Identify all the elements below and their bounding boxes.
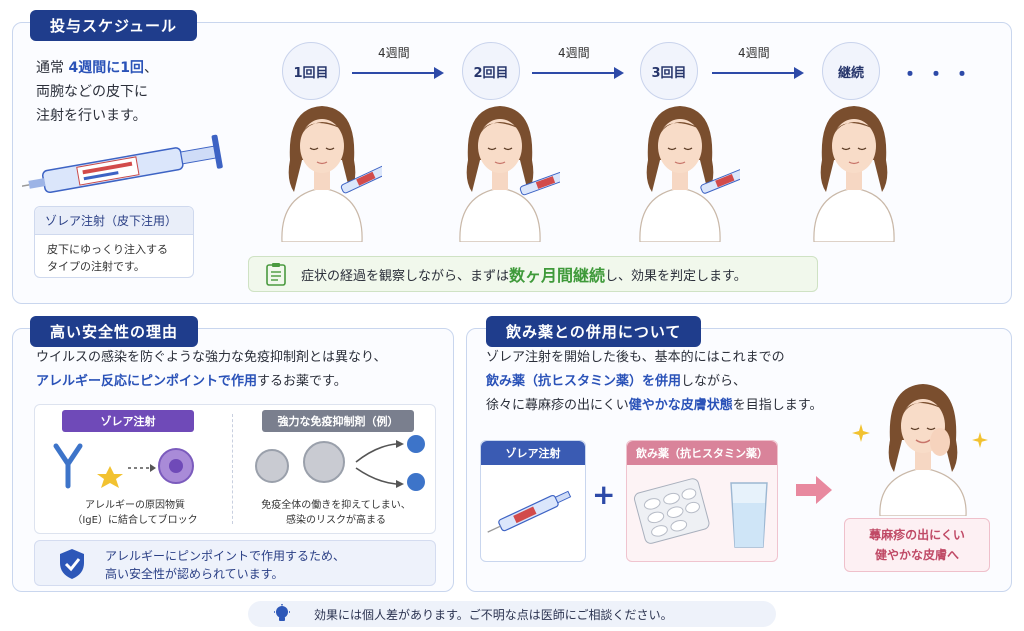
pills-and-water-image <box>633 478 768 548</box>
lightbulb-icon <box>274 604 290 621</box>
safety-intro: ウイルスの感染を防ぐような強力な免疫抑制剤とは異なり、 アレルギー反応にピンポイ… <box>36 350 387 389</box>
xolair-caption: アレルギーの原因物質 （IgE）に結合してブロック <box>72 500 198 526</box>
arrow-right-icon <box>796 476 832 504</box>
step-3: 3回目 <box>640 42 698 100</box>
xolair-tag: ゾレア注射 <box>62 410 194 432</box>
injection-label-title: ゾレア注射（皮下注用） <box>35 207 193 235</box>
immune-suppression-illustration <box>255 435 425 491</box>
result-box: 蕁麻疹の出にくい 健やかな皮膚へ <box>844 518 990 572</box>
patient-illustration-4 <box>813 106 895 242</box>
sparkle-icon <box>972 432 988 448</box>
step-2: 2回目 <box>462 42 520 100</box>
arrow-right-icon <box>352 67 444 79</box>
combo-intro: ゾレア注射を開始した後も、基本的にはこれまでの 飲み薬（抗ヒスタミン薬）を併用し… <box>486 350 823 413</box>
interval-label-3: 4週間 <box>738 46 770 60</box>
footer-note: 効果には個人差があります。ご不明な点は医師にご相談ください。 <box>248 601 776 627</box>
syringe-image <box>487 490 572 533</box>
patient-illustration-2 <box>459 106 560 242</box>
injection-label-box: ゾレア注射（皮下注用） 皮下にゆっくり注入する タイプの注射です。 <box>34 206 194 278</box>
arrow-right-icon <box>712 67 804 79</box>
schedule-title: 投与スケジュール <box>30 10 197 41</box>
arrow-right-icon <box>532 67 624 79</box>
safety-conclusion: アレルギーにピンポイントで作用するため、 高い安全性が認められています。 <box>34 540 436 586</box>
oral-medicine-card-tag: 飲み薬（抗ヒスタミン薬） <box>627 441 777 465</box>
observation-banner: 症状の経過を観察しながら、まずは 数ヶ月間継続 し、効果を判定します。 <box>248 256 818 292</box>
antibody-block-illustration <box>53 443 194 489</box>
interval-label-2: 4週間 <box>558 46 590 60</box>
immunosuppressant-tag: 強力な免疫抑制剤（例） <box>262 410 414 432</box>
step-1: 1回目 <box>282 42 340 100</box>
safety-title: 高い安全性の理由 <box>30 316 199 347</box>
happy-woman-illustration <box>879 384 967 516</box>
syringe-image <box>22 134 223 194</box>
patient-illustration-1 <box>281 106 382 242</box>
sparkle-icon <box>852 424 870 442</box>
continuation-dots: ・・・ <box>900 62 978 86</box>
step-continue: 継続 <box>822 42 880 100</box>
immunosuppressant-caption: 免疫全体の働きを抑えてしまい、 感染のリスクが高まる <box>261 500 411 526</box>
patient-illustration-3 <box>639 106 740 242</box>
combo-title: 飲み薬との併用について <box>486 316 702 347</box>
injection-card-tag: ゾレア注射 <box>481 441 585 465</box>
schedule-intro: 通常 4週間に1回、 両腕などの皮下に 注射を行います。 <box>36 60 158 124</box>
shield-check-icon <box>60 549 84 579</box>
plus-sign: + <box>592 478 616 511</box>
injection-card: ゾレア注射 <box>480 440 586 562</box>
interval-label-1: 4週間 <box>378 46 410 60</box>
clipboard-icon <box>266 263 286 286</box>
oral-medicine-card: 飲み薬（抗ヒスタミン薬） <box>626 440 778 562</box>
